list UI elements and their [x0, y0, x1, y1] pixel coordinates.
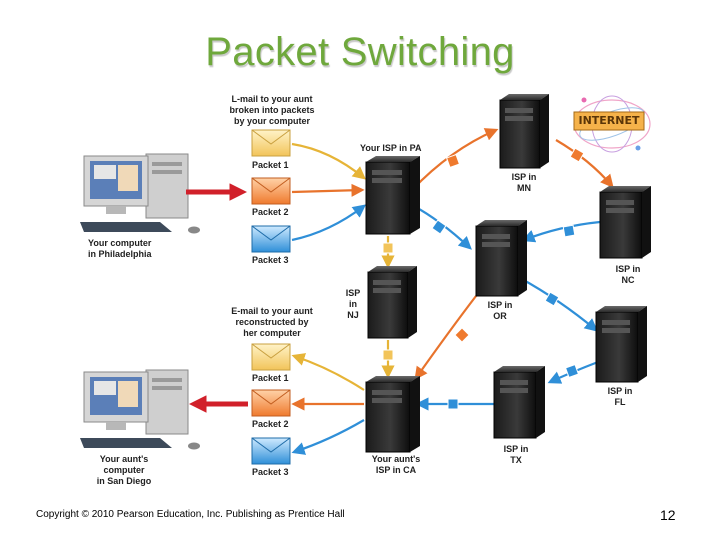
copyright-footer: Copyright © 2010 Pearson Education, Inc.…: [36, 509, 345, 520]
bottom-caption-line: E-mail to your aunt: [231, 306, 313, 316]
packet-marker: [447, 398, 459, 410]
packet-marker: [382, 349, 394, 361]
packet-marker: [445, 153, 461, 169]
globe-icon: [573, 95, 651, 153]
server-label-line: ISP in: [487, 300, 513, 310]
slide-title: Packet Switching: [205, 30, 515, 74]
link-packet3-pa: [291, 204, 367, 242]
computer-san-diego-label: Your aunt's computer in San Diego: [84, 454, 164, 487]
computer-label-line: in Philadelphia: [88, 249, 152, 259]
server-label-line: Your aunt's: [371, 454, 421, 464]
packet1-top-label: Packet 1: [252, 160, 289, 170]
bottom-caption-line: reconstructed by: [235, 317, 309, 327]
server-tx: [493, 366, 545, 439]
server-ca: [365, 376, 420, 453]
envelope-packet2-top-icon: [251, 177, 291, 205]
in-transit-packets: [382, 147, 585, 410]
top-caption-line: L-mail to your aunt: [231, 94, 313, 104]
packet3-bottom-label: Packet 3: [252, 467, 289, 477]
envelope-packet1-bottom-icon: [251, 343, 291, 371]
server-pa-label: Your ISP in PA: [360, 143, 422, 153]
internet-logo-text: INTERNET: [578, 114, 640, 127]
link-packet2-pa: [291, 183, 365, 197]
computer-label-line: Your aunt's: [99, 454, 149, 464]
server-label-line: TX: [510, 455, 522, 465]
computer-philadelphia-icon: [80, 153, 200, 234]
link-or-ca: [414, 295, 477, 381]
server-nj: [367, 266, 417, 339]
computer-label-line: in San Diego: [96, 476, 152, 486]
server-fl: [595, 306, 647, 383]
computer-label-line: Your computer: [88, 238, 152, 248]
packet-marker: [454, 327, 470, 343]
packet3-top-label: Packet 3: [252, 255, 289, 265]
envelope-packet3-top-icon: [251, 225, 291, 253]
top-caption: L-mail to your aunt broken into packets …: [220, 94, 324, 127]
link-packet1-pa: [291, 142, 367, 180]
link-mn-nc: [555, 139, 614, 189]
server-tx-label: ISP in TX: [498, 444, 534, 466]
bottom-caption: E-mail to your aunt reconstructed by her…: [220, 306, 324, 339]
internet-logo: INTERNET: [568, 92, 652, 156]
server-nc-label: ISP in NC: [610, 264, 646, 286]
server-nc: [599, 186, 651, 259]
page-number: 12: [660, 507, 676, 523]
packet-marker: [544, 291, 560, 307]
computer-san-diego-icon: [80, 369, 200, 450]
packet-marker: [431, 219, 447, 235]
server-nj-label: ISP in NJ: [340, 288, 366, 321]
packet-marker: [564, 363, 580, 379]
packet1-bottom-label: Packet 1: [252, 373, 289, 383]
top-caption-line: by your computer: [233, 116, 310, 126]
server-or: [475, 220, 527, 297]
envelope-packet1-top-icon: [251, 129, 291, 157]
server-label-line: OR: [493, 311, 507, 321]
bottom-caption-line: her computer: [243, 328, 301, 338]
link-or-fl: [519, 277, 599, 332]
link-nc-or: [521, 220, 601, 243]
link-ca-packet1: [291, 353, 365, 391]
server-label-line: FL: [614, 397, 626, 407]
server-label-line: ISP in CA: [375, 465, 417, 475]
computer-label-line: computer: [103, 465, 145, 475]
server-mn-label: ISP in MN: [506, 172, 542, 194]
top-caption-line: broken into packets: [229, 105, 315, 115]
link-ca-packet3: [291, 419, 365, 455]
server-mn: [499, 94, 549, 169]
computer-philadelphia-label: Your computer in Philadelphia: [88, 238, 152, 260]
server-label-line: NC: [621, 275, 635, 285]
packet-marker: [382, 242, 394, 254]
server-label-line: ISP in: [615, 264, 641, 274]
server-label-line: ISP: [345, 288, 361, 298]
packet-marker: [562, 224, 576, 238]
packet2-top-label: Packet 2: [252, 207, 289, 217]
server-label-line: ISP in: [607, 386, 633, 396]
link-pa-mn: [411, 128, 499, 191]
packet2-bottom-label: Packet 2: [252, 419, 289, 429]
server-pa: [365, 156, 420, 235]
envelope-packet3-bottom-icon: [251, 437, 291, 465]
server-label-line: ISP in: [511, 172, 537, 182]
server-label-line: in: [349, 299, 357, 309]
envelope-packet2-bottom-icon: [251, 389, 291, 417]
server-label-line: NJ: [347, 310, 359, 320]
server-label-line: MN: [517, 183, 531, 193]
packet-marker: [569, 147, 585, 163]
server-or-label: ISP in OR: [482, 300, 518, 322]
server-label-line: ISP in: [503, 444, 529, 454]
server-ca-label: Your aunt's ISP in CA: [360, 454, 432, 476]
server-fl-label: ISP in FL: [602, 386, 638, 408]
